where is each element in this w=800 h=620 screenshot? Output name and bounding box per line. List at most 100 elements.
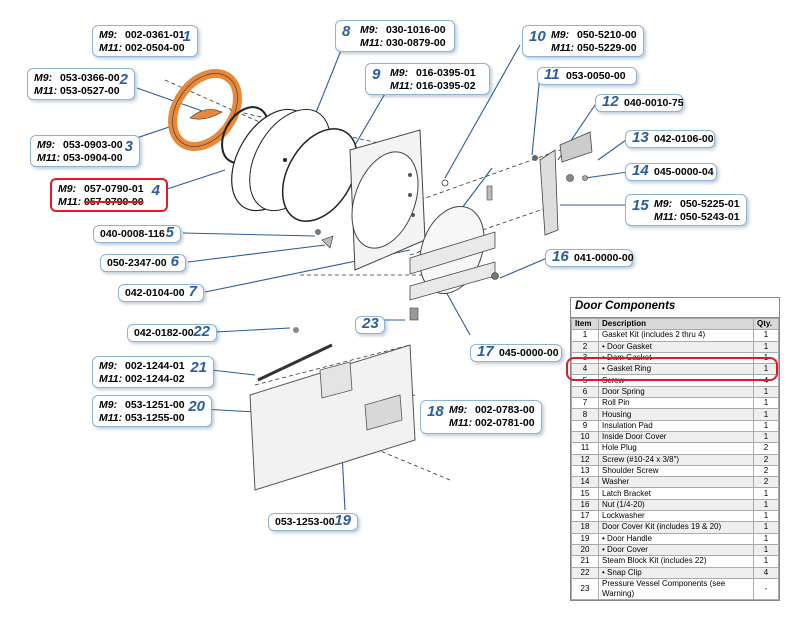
model-label: M11:: [449, 417, 473, 429]
callout-23: 23: [355, 316, 385, 334]
item-cell: 13: [571, 464, 599, 478]
qty-cell: 1: [753, 498, 779, 512]
item-cell: 10: [571, 430, 599, 444]
item-cell: 16: [571, 498, 599, 512]
part-number: 002-0781-00: [475, 417, 535, 429]
part-number-line: M11:050-5229-00: [551, 42, 637, 55]
item-cell: 15: [571, 487, 599, 500]
part-number-line: M9:016-0395-01: [390, 67, 476, 80]
item-cell: 6: [571, 385, 599, 399]
qty-cell: 1: [753, 419, 779, 432]
callout-number: 9: [372, 66, 381, 83]
qty-cell: 4: [753, 566, 779, 579]
door-cover: [249, 327, 416, 491]
description-cell: • Snap Clip: [598, 566, 754, 579]
callout-number: 16: [552, 248, 569, 265]
part-number-line: 045-0000-00: [499, 347, 559, 360]
callout-13: 13 042-0106-00: [625, 130, 715, 148]
item-cell: 23: [571, 577, 599, 600]
model-label: M9:: [551, 29, 570, 41]
callout-number: 13: [632, 129, 649, 146]
item-cell: 20: [571, 543, 599, 557]
part-number-line: M11:002-0504-00: [99, 42, 185, 55]
description-cell: • Door Cover: [598, 543, 754, 557]
model-label: M11:: [551, 42, 575, 54]
part-number-line: M11:053-1255-00: [99, 412, 185, 425]
description-cell: Door Spring: [598, 385, 754, 399]
callout-number: 15: [632, 197, 649, 214]
model-label: M11:: [360, 37, 384, 49]
item-cell: 21: [571, 555, 599, 568]
qty-cell: 2: [753, 453, 779, 466]
callout-number: 23: [362, 315, 379, 332]
part-number: 050-5225-01: [680, 198, 740, 210]
part-number: 053-0904-00: [63, 152, 123, 164]
inside-door-cover: [349, 129, 426, 271]
callout-number: 8: [342, 23, 351, 40]
part-number-line: M9:053-1251-00: [99, 399, 185, 412]
callout-number: 17: [477, 343, 494, 360]
qty-cell: 1: [753, 340, 779, 353]
description-cell: Steam Block Kit (includes 22): [598, 555, 754, 568]
model-label: M9:: [449, 404, 468, 416]
part-number-line: M9:030-1016-00: [360, 24, 446, 37]
part-number-line: M9:002-0361-01: [99, 29, 185, 42]
item-cell: 1: [571, 329, 599, 342]
part-number-line: M11:057-0790-00: [58, 196, 144, 209]
callout-17: 17 045-0000-00: [470, 344, 562, 362]
qty-cell: 1: [753, 555, 779, 568]
description-cell: Hole Plug: [598, 442, 754, 455]
qty-cell: 1: [753, 510, 779, 523]
part-number: 053-1255-00: [125, 412, 185, 424]
part-number-line: 042-0106-00: [654, 133, 714, 146]
part-number: 041-0000-00: [574, 252, 634, 264]
qty-cell: 1: [753, 487, 779, 500]
latch-bracket: [315, 131, 593, 280]
description-cell: Lockwasher: [598, 510, 754, 523]
model-label: M11:: [99, 412, 123, 424]
callout-number: 22: [193, 323, 210, 340]
description-cell: • Door Gasket: [598, 340, 754, 353]
part-number: 016-0395-02: [416, 80, 476, 92]
item-cell: 14: [571, 476, 599, 489]
description-cell: Pressure Vessel Components (see Warning): [598, 577, 754, 600]
description-cell: Screw (#10-24 x 3/8"): [598, 453, 754, 466]
part-number: 002-1244-01: [125, 360, 185, 372]
part-number-line: 053-0050-00: [566, 70, 626, 83]
part-number-line: 041-0000-00: [574, 252, 634, 265]
callout-number: 6: [170, 253, 179, 270]
callout-number: 18: [427, 403, 444, 420]
part-number-line: M11:002-0781-00: [449, 417, 535, 430]
part-number: 002-1244-02: [125, 373, 185, 385]
part-number: 042-0104-00: [125, 287, 185, 299]
part-number: 050-5229-00: [577, 42, 637, 54]
part-number: 030-0879-00: [386, 37, 446, 49]
part-number-line: M9:057-0790-01: [58, 183, 144, 196]
model-label: M9:: [99, 399, 118, 411]
qty-cell: -: [753, 577, 779, 600]
model-label: M9:: [58, 183, 77, 195]
model-label: M9:: [390, 67, 409, 79]
callout-number: 2: [119, 71, 128, 88]
part-number: 040-0010-75: [624, 97, 684, 109]
